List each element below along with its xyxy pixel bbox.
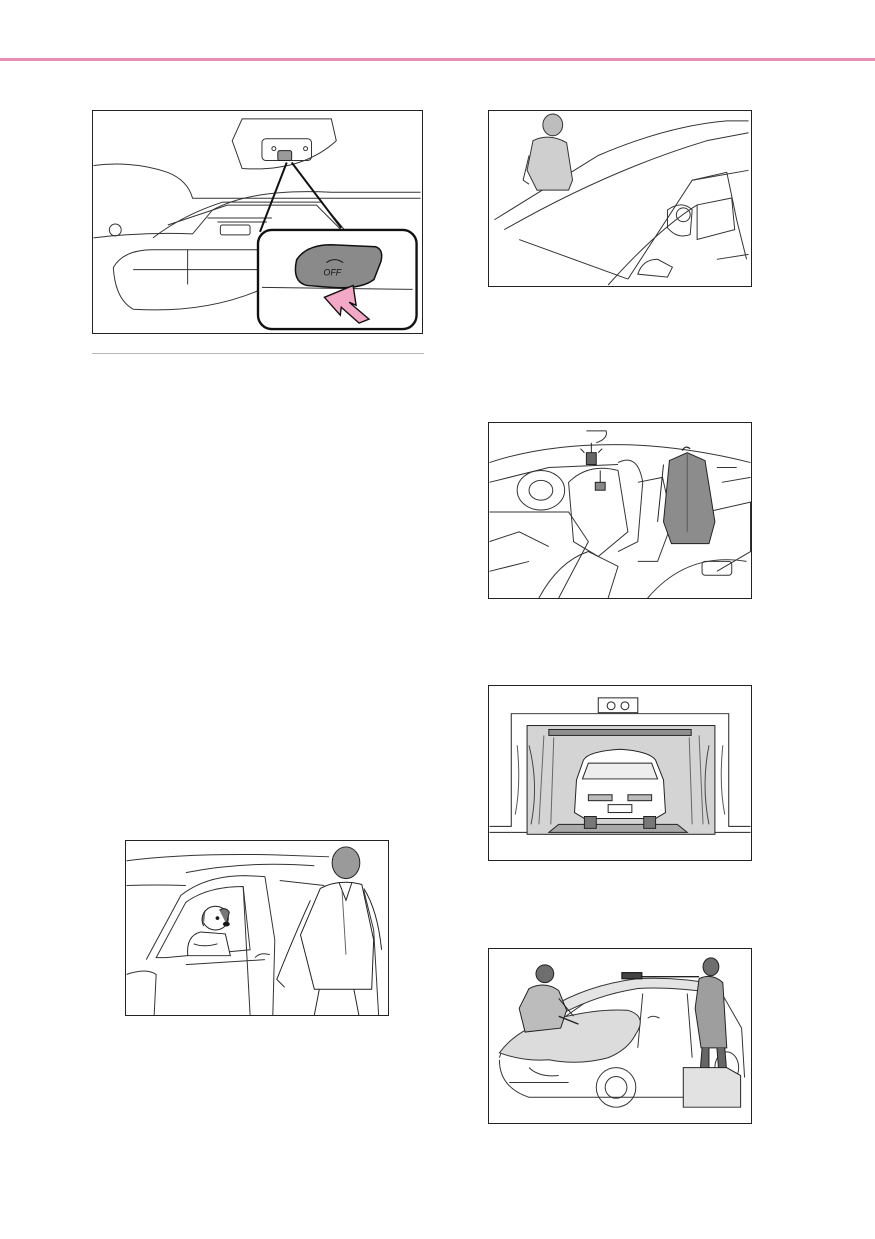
wash-brush-icon xyxy=(514,745,726,815)
person-icon xyxy=(682,957,742,1108)
hanging-clothes-icon xyxy=(657,446,716,545)
press-arrow-icon xyxy=(323,284,371,324)
person-icon xyxy=(276,846,383,1015)
car-interior-icon xyxy=(489,430,751,598)
off-switch-label: OFF xyxy=(323,268,341,278)
figure-dog-in-car xyxy=(125,840,389,1016)
figure-intrusion-sensor-switch: OFF xyxy=(92,110,423,334)
dog-icon xyxy=(187,905,231,957)
section-divider xyxy=(92,353,424,354)
figure-snow-removal xyxy=(488,948,752,1124)
car-rear-icon xyxy=(574,748,666,829)
sensor-switch-icon xyxy=(271,146,309,162)
header-accent-line xyxy=(0,58,875,61)
person-icon xyxy=(522,113,574,191)
figure-car-wash xyxy=(488,685,752,861)
car-side-icon xyxy=(126,846,383,1015)
car-wash-gate-icon xyxy=(489,697,751,835)
figure-person-leaving-car xyxy=(488,110,752,287)
overhead-console-icon: OFF xyxy=(93,118,421,331)
dangling-accessory-icon xyxy=(580,442,606,491)
person-icon xyxy=(518,964,574,1033)
car-windshield-icon xyxy=(494,113,749,286)
figure-car-interior-hanging-items xyxy=(488,422,752,599)
snow-brush-icon xyxy=(558,972,700,1025)
snow-covered-car-icon xyxy=(498,957,746,1108)
